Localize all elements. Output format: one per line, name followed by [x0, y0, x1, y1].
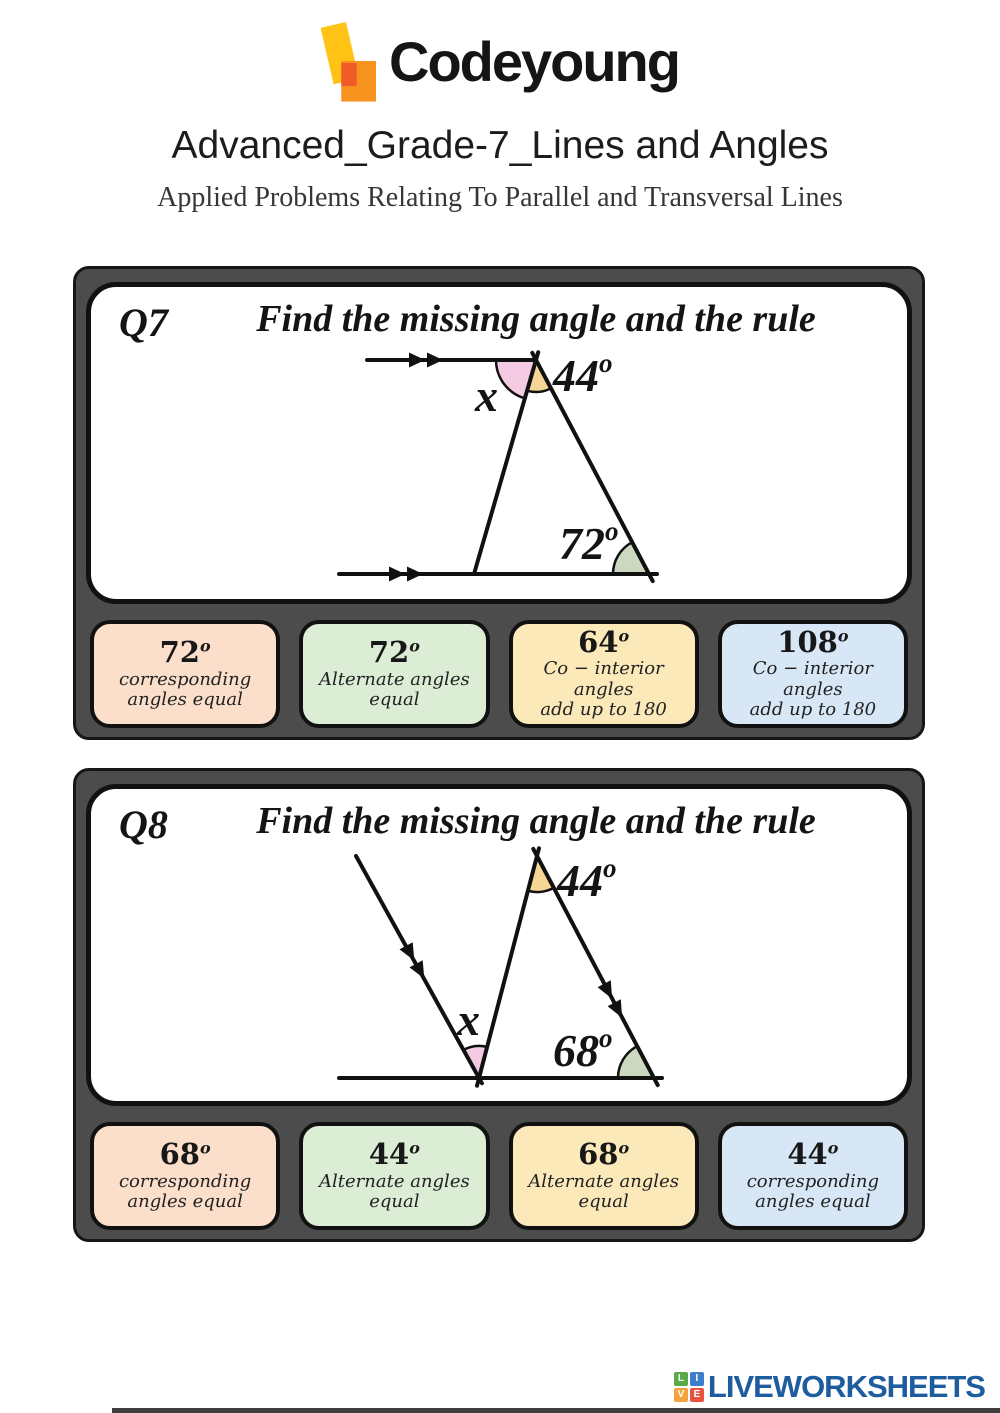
liveworksheets-logo: L I V E LIVEWORKSHEETS [673, 1369, 986, 1405]
q7-label-72: 72o [559, 516, 619, 569]
q7-right-edge [530, 350, 655, 584]
question-panel-q8: Q8 Find the missing angle and the rule x [73, 768, 925, 1242]
q8-rising-edge [475, 846, 541, 1088]
q7-label-44: 44o [552, 348, 613, 401]
q8-diagram: x 44o 68o [337, 846, 664, 1088]
page-subtitle: Applied Problems Relating To Parallel an… [157, 182, 843, 213]
q7-left-edge [472, 350, 541, 576]
q8-option-1-value: 68o [159, 1137, 211, 1172]
q8-label-x: x [456, 994, 480, 1045]
q7-top-arrow-mark [409, 352, 425, 368]
q7-angle-72-wedge [611, 540, 652, 576]
lw-cell-v: V [673, 1388, 688, 1402]
question-panel-q7: Q7 Find the missing angle and the rule x [73, 266, 925, 740]
codeyoung-logo: Codeyoung [0, 20, 1000, 102]
q7-option-1-value: 72o [159, 635, 211, 670]
q7-prompt: Find the missing angle and the rule [256, 298, 816, 340]
q8-number: Q8 [119, 802, 168, 847]
lw-cell-i: I [689, 1372, 704, 1386]
q8-question-card: Q8 Find the missing angle and the rule x [86, 784, 912, 1106]
q7-number: Q7 [119, 300, 168, 345]
q7-option-3-value: 64o [578, 625, 630, 659]
q7-option-4-value: 108o [777, 625, 849, 659]
brand-name: Codeyoung [389, 29, 681, 93]
q8-left-arrow-mark [399, 942, 415, 961]
q7-diagram: x 44o 72o [337, 348, 659, 584]
q8-prompt: Find the missing angle and the rule [256, 800, 816, 842]
q8-label-68: 68o [553, 1023, 613, 1076]
q7-bottom-arrow-mark [407, 566, 423, 582]
q7-label-x: x [474, 370, 498, 421]
liveworksheets-wordmark: LIVEWORKSHEETS [707, 1369, 986, 1404]
q8-right-arrow-mark [607, 999, 623, 1018]
q8-angle-68-wedge [616, 1044, 657, 1080]
q8-option-4-value: 44o [787, 1137, 839, 1172]
q8-label-44: 44o [556, 853, 617, 906]
q8-option-3-value: 68o [578, 1137, 630, 1172]
q7-bottom-arrow-mark [389, 566, 405, 582]
q7-option-2-value: 72o [368, 635, 420, 670]
lw-cell-l: L [673, 1372, 688, 1386]
page-bottom-divider [112, 1408, 1000, 1413]
page-title: Advanced_Grade-7_Lines and Angles [171, 124, 829, 167]
q8-option-2-value: 44o [368, 1137, 420, 1172]
lw-cell-e: E [689, 1388, 704, 1402]
codeyoung-logo-icon [321, 22, 377, 102]
q8-right-arrow-mark [597, 980, 613, 999]
q7-top-arrow-mark [427, 352, 443, 368]
q8-right-parallel-edge [531, 846, 660, 1088]
q7-question-card: Q7 Find the missing angle and the rule x [86, 282, 912, 604]
q8-left-arrow-mark [409, 960, 425, 979]
liveworksheets-grid-icon: L I V E [673, 1372, 704, 1402]
